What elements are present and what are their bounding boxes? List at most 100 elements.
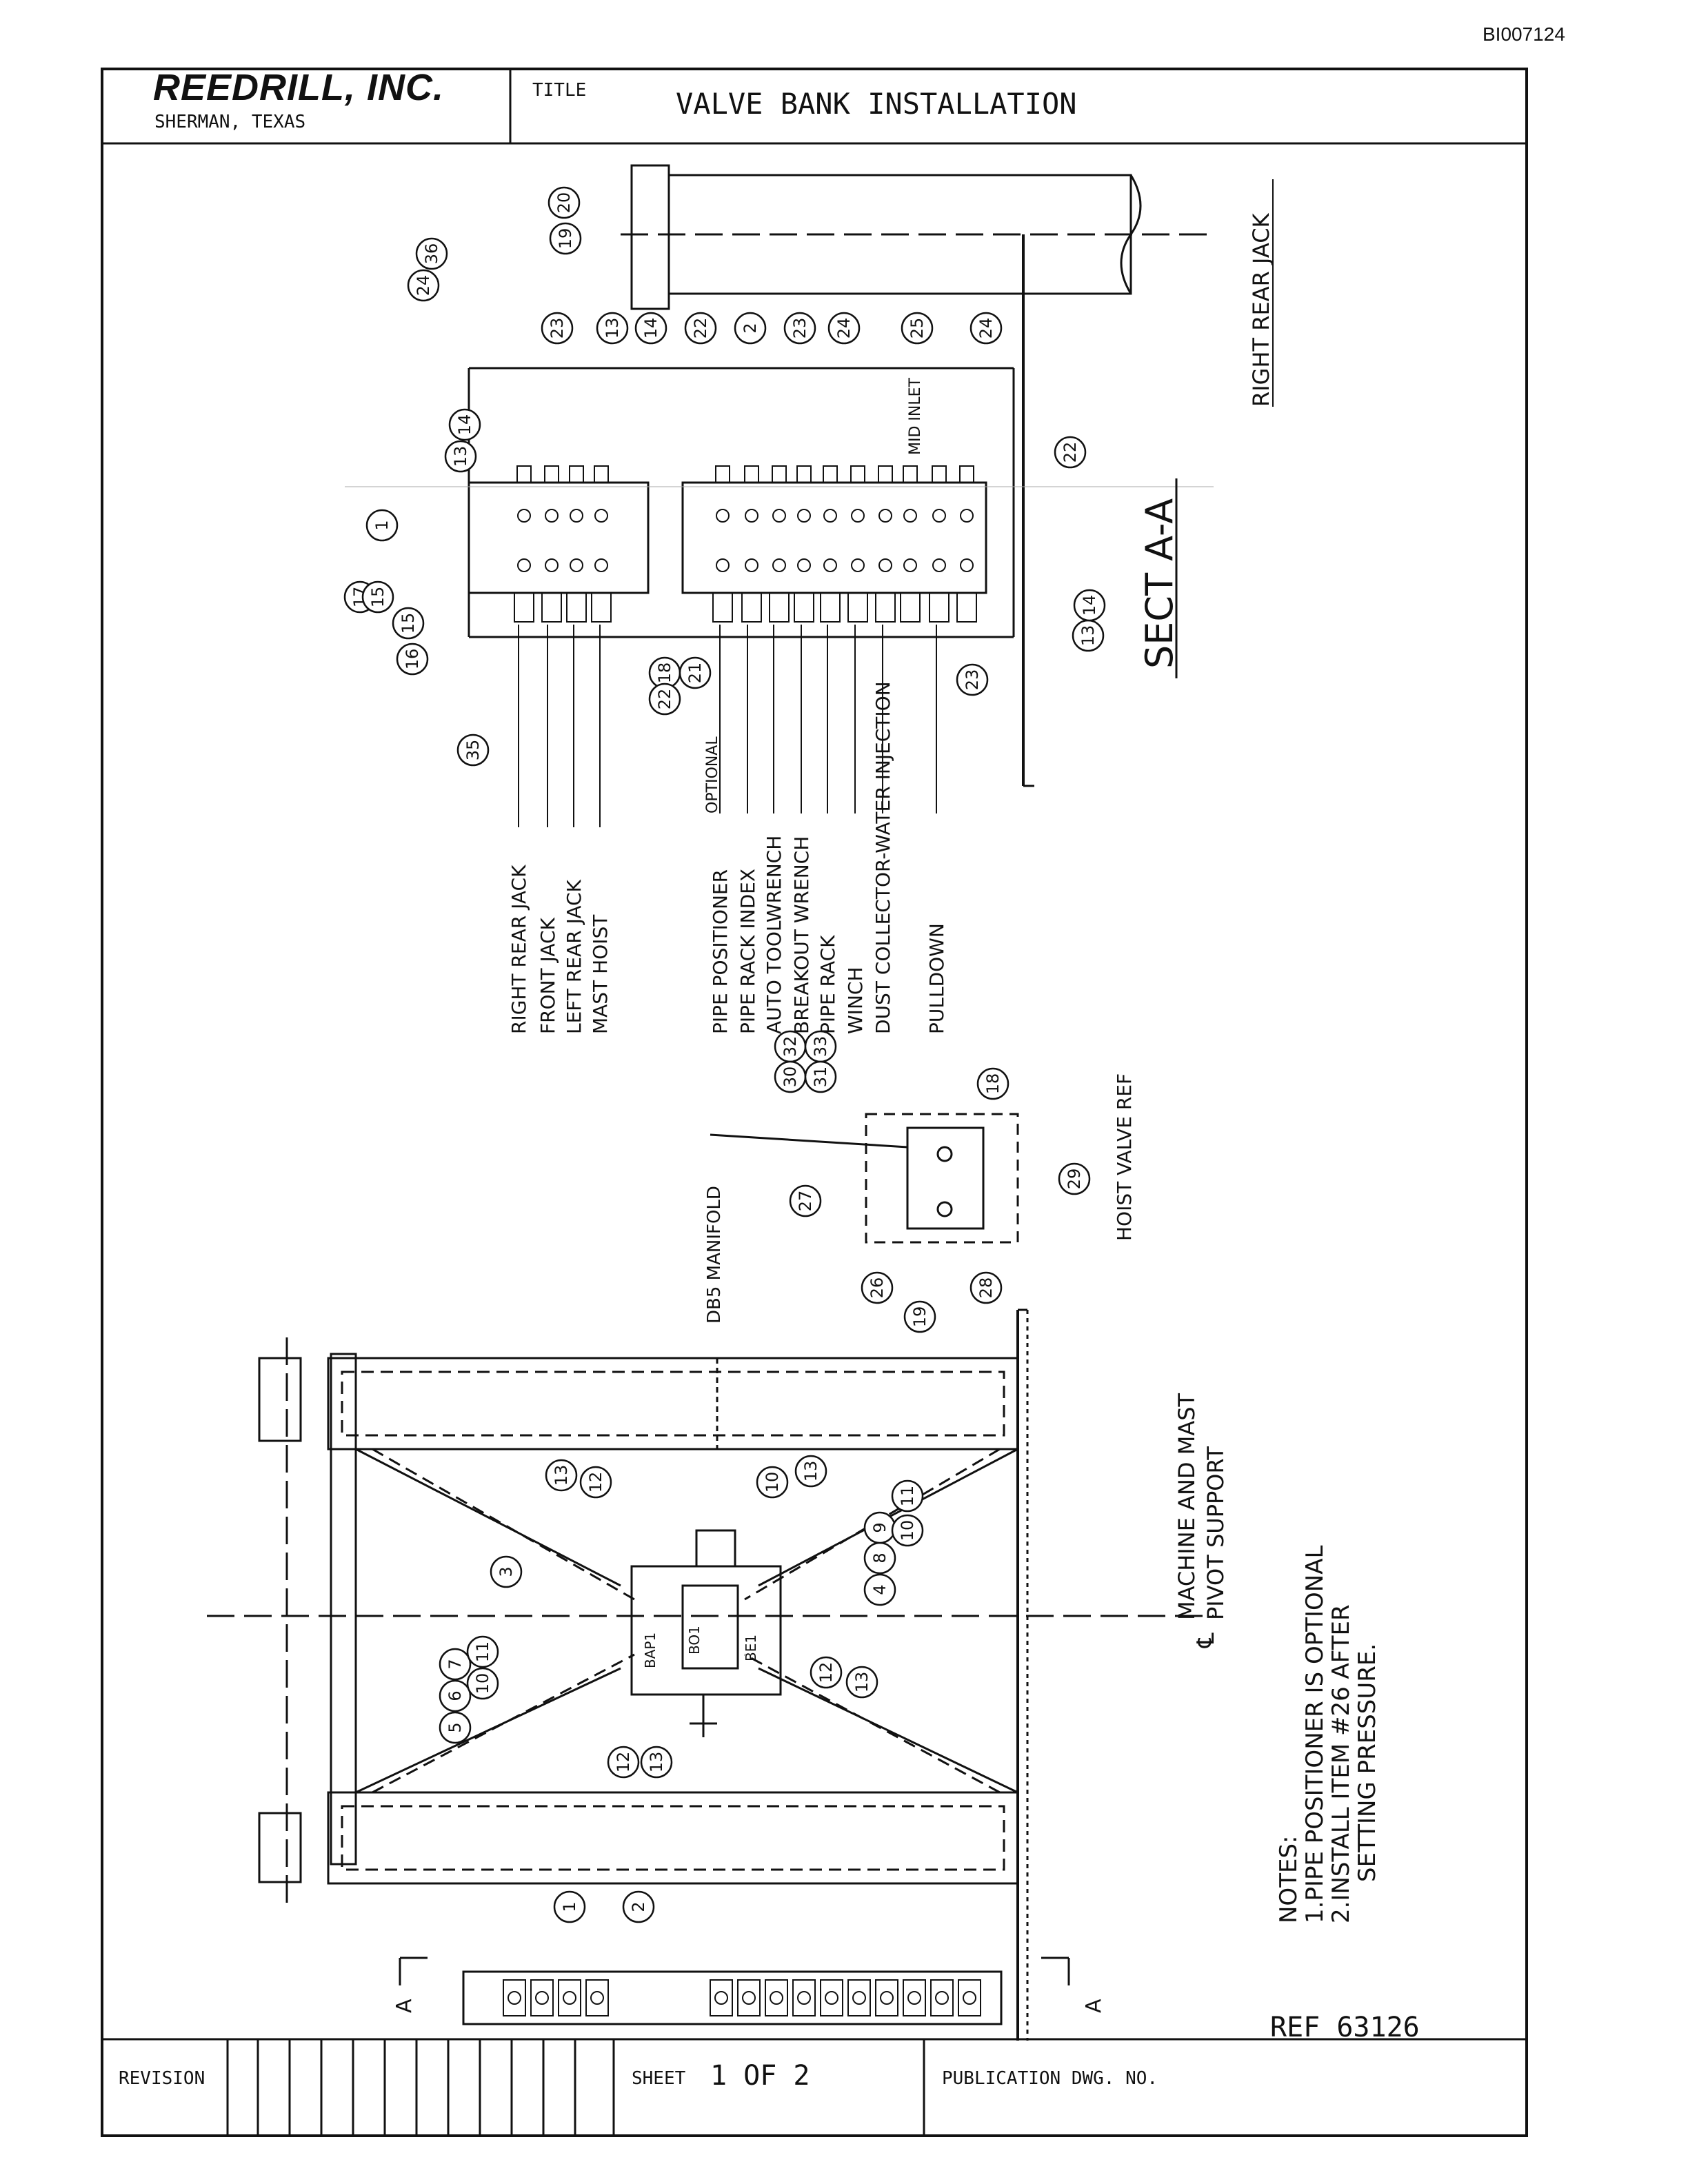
callout-number: 25 [907, 318, 927, 339]
callout-number: 28 [976, 1277, 996, 1299]
optional-label: OPTIONAL [704, 736, 721, 813]
callout-bubble: 4 [863, 1573, 896, 1606]
end-view-cell [710, 1979, 733, 2016]
end-view-port [714, 1991, 728, 2005]
right-rear-jack-label: RIGHT REAR JACK [1248, 212, 1274, 407]
spool-cap [569, 465, 584, 483]
title-block-lines [101, 68, 1528, 2137]
section-marker-left: A [392, 1999, 416, 2013]
callout-number: 22 [1061, 442, 1080, 463]
callout-bubble: 30 [774, 1060, 807, 1093]
valve-function-label: AUTO TOOLWRENCH [763, 836, 785, 1034]
callout-bubble: 36 [415, 237, 448, 270]
callout-circle [1054, 436, 1087, 469]
callout-number: 13 [647, 1752, 666, 1773]
callout-number: 11 [473, 1641, 492, 1663]
callout-circle [407, 269, 440, 302]
callout-number: 27 [796, 1191, 815, 1212]
spool-cap [823, 465, 838, 483]
callout-circle [439, 1679, 472, 1712]
callout-number: 13 [852, 1672, 872, 1693]
end-view-cell [585, 1979, 609, 2016]
callout-number: 23 [790, 318, 810, 339]
mast-frame [207, 1308, 1214, 2041]
callout-bubble: 6 [439, 1679, 472, 1712]
callout-bubble: 3 [490, 1555, 523, 1588]
end-view-valve-bank [399, 1957, 1070, 2025]
callout-circle [365, 509, 399, 542]
callout-bubble: 2 [734, 312, 767, 345]
callout-circle [415, 237, 448, 270]
callout-circle [361, 580, 394, 614]
callout-circle [684, 312, 717, 345]
callout-number: 8 [870, 1553, 890, 1563]
callout-circle [439, 1711, 472, 1744]
callout-number: 7 [445, 1659, 465, 1669]
callout-bubble: 24 [969, 312, 1003, 345]
spool-end [541, 592, 562, 623]
callout-bubble: 8 [863, 1541, 896, 1575]
callout-circle [789, 1184, 822, 1217]
valve-function-label: WINCH [844, 967, 867, 1035]
callout-number: 24 [414, 275, 433, 296]
callout-number: 30 [781, 1066, 800, 1088]
callout-bubble: 13 [1072, 619, 1105, 652]
callout-number: 1 [560, 1901, 579, 1912]
spool-end [794, 592, 814, 623]
callout-bubble: 24 [827, 312, 861, 345]
callout-circle [547, 186, 581, 219]
company-location: SHERMAN, TEXAS [154, 112, 306, 132]
callout-number: 13 [801, 1461, 821, 1482]
valve-port [960, 558, 974, 572]
right-rear-jack-cylinder [621, 164, 1214, 787]
callout-circle [679, 656, 712, 689]
valve-function-label: MAST HOIST [589, 914, 612, 1034]
callout-bubble: 12 [579, 1466, 612, 1499]
notes-line-2: 2.INSTALL ITEM #26 AFTER [1327, 1604, 1355, 1923]
callout-number: 9 [870, 1522, 890, 1533]
end-view-cell [530, 1979, 554, 2016]
valve-port [517, 558, 531, 572]
callout-number: 13 [603, 318, 622, 339]
callout-bubble: 13 [640, 1746, 673, 1779]
valve-function-label: PIPE RACK INDEX [736, 869, 759, 1034]
callout-bubble: 11 [466, 1635, 499, 1668]
callout-bubble: 9 [863, 1511, 896, 1544]
spool-cap [744, 465, 759, 483]
callout-circle [448, 408, 481, 441]
callout-circle [891, 1514, 924, 1547]
spool-end [514, 592, 534, 623]
end-view-port [770, 1991, 783, 2005]
callout-number: 13 [552, 1465, 571, 1486]
port-label: BE1 [743, 1635, 759, 1661]
valve-port [960, 509, 974, 523]
end-view-port [880, 1991, 894, 2005]
callout-bubble: 13 [845, 1666, 878, 1699]
callout-number: 20 [554, 192, 574, 214]
end-view-cell [737, 1979, 761, 2016]
callout-number: 3 [496, 1566, 516, 1577]
callout-circle [969, 1271, 1003, 1304]
callout-number: 12 [816, 1662, 836, 1684]
callout-number: 33 [811, 1036, 830, 1058]
callout-circle [640, 1746, 673, 1779]
valve-function-label: LEFT REAR JACK [563, 879, 585, 1034]
end-view-port [935, 1991, 949, 2005]
end-view-cell [503, 1979, 526, 2016]
callout-bubble: 23 [956, 663, 989, 696]
callout-number: 11 [898, 1486, 917, 1507]
callout-bubble: 22 [648, 682, 681, 716]
valve-port [745, 509, 758, 523]
callout-bubble: 13 [545, 1459, 578, 1492]
end-view-cell [875, 1979, 898, 2016]
callout-circle [439, 1648, 472, 1681]
valve-function-label: RIGHT REAR JACK [508, 865, 530, 1034]
callout-number: 19 [556, 228, 575, 250]
end-view-cells [503, 1979, 981, 2016]
spool-cap [594, 465, 609, 483]
callout-number: 29 [1065, 1169, 1084, 1190]
callout-bubble: 10 [756, 1466, 789, 1499]
callout-bubble: 14 [634, 312, 667, 345]
callout-bubble: 5 [439, 1711, 472, 1744]
